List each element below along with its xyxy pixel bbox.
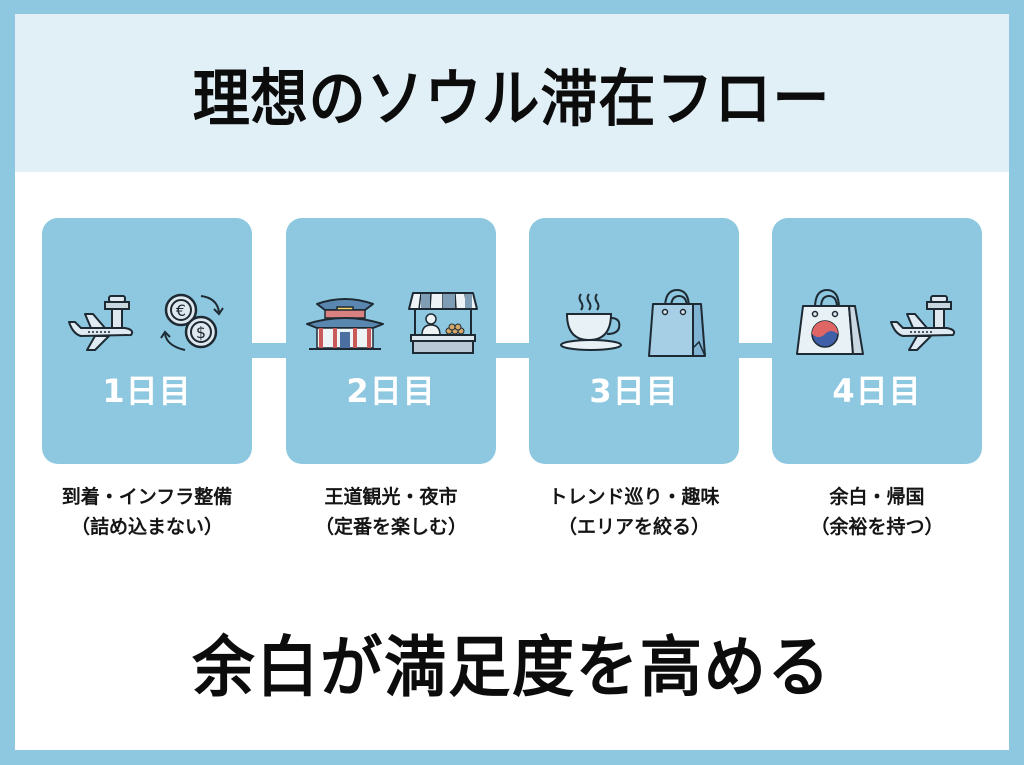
day-label: 4日目 [832,372,922,410]
infographic-canvas: 理想のソウル滞在フロー € $ [15,14,1009,750]
day-1-caption: 到着・インフラ整備 （詰め込まない） [17,482,277,542]
caption-title: 余白・帰国 [829,486,925,508]
tagline: 余白が満足度を高める [192,629,832,706]
svg-text:$: $ [196,323,206,342]
day-3-caption: トレンド巡り・趣味 （エリアを絞る） [504,482,764,542]
caption-title: 王道観光・夜市 [324,486,458,508]
day-card-4: 4日目 [772,218,982,464]
day-label: 3日目 [589,372,679,410]
palace-icon [306,298,384,350]
caption-note: （余裕を持つ） [810,516,944,538]
header-band: 理想のソウル滞在フロー [15,14,1009,172]
market-stall-icon [408,292,478,354]
day-label: 2日目 [346,372,436,410]
day-2-caption: 王道観光・夜市 （定番を楽しむ） [261,482,521,542]
caption-note: （エリアを絞る） [557,516,710,538]
airplane-tower-icon [68,295,134,351]
shopping-bag-icon [648,288,706,357]
day-card-1: € $ 1日目 [42,218,252,464]
caption-title: 到着・インフラ整備 [61,486,233,508]
page-title: 理想のソウル滞在フロー [193,62,831,135]
korea-shopping-bag-icon [796,288,864,355]
day-label: 1日目 [102,372,192,410]
caption-note: （詰め込まない） [70,516,223,538]
day-card-2: 2日目 [286,218,496,464]
caption-title: トレンド巡り・趣味 [548,486,720,508]
coffee-cup-icon [560,293,622,351]
airplane-tower-icon [890,295,956,351]
day-card-3: 3日目 [529,218,739,464]
caption-note: （定番を楽しむ） [314,516,467,538]
svg-text:€: € [176,301,186,320]
day-4-caption: 余白・帰国 （余裕を持つ） [747,482,1007,542]
currency-exchange-icon: € $ [160,293,224,351]
